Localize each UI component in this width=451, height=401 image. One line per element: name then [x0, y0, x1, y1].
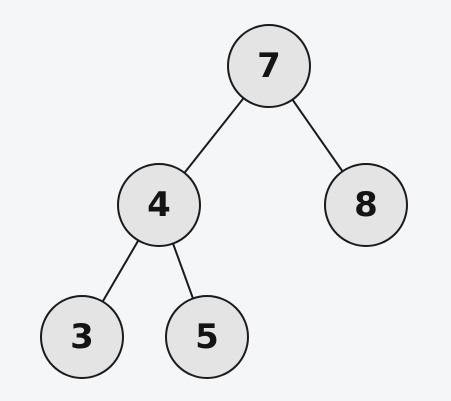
tree-node-8: 8: [324, 163, 408, 247]
node-label: 8: [354, 185, 378, 225]
tree-node-4: 4: [117, 163, 201, 247]
tree-node-3: 3: [40, 295, 124, 379]
node-label: 3: [70, 317, 94, 357]
node-label: 5: [195, 317, 219, 357]
tree-node-5: 5: [165, 295, 249, 379]
node-label: 7: [257, 46, 281, 86]
tree-node-7: 7: [227, 24, 311, 108]
node-label: 4: [147, 185, 171, 225]
